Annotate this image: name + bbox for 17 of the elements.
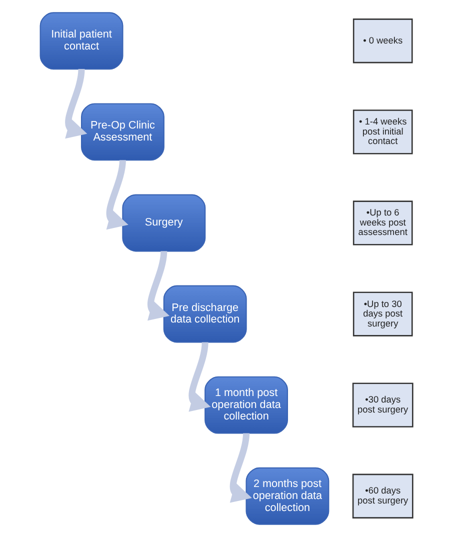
node-box: •60 days post surgery — [352, 474, 413, 518]
node-box: •Up to 30 days post surgery — [352, 292, 412, 336]
arrow — [147, 250, 170, 321]
node-box: Surgery — [122, 194, 206, 252]
node-box: • 0 weeks — [352, 18, 412, 64]
node-box: 1 month post operation data collection — [204, 376, 288, 434]
arrow — [64, 68, 87, 139]
node-box: Pre discharge data collection — [162, 285, 246, 343]
node-box: •30 days post surgery — [352, 382, 413, 428]
node-box: 2 months post operation data collection — [245, 467, 329, 525]
node-box: • 1-4 weeks post initial contact — [352, 110, 412, 154]
node-box: •Up to 6 weeks post assessment — [352, 200, 412, 246]
arrow — [229, 433, 252, 503]
arrow — [106, 160, 128, 230]
arrow — [188, 342, 210, 412]
node-box: Pre-Op Clinic Assessment — [80, 103, 164, 161]
node-box: Initial patient contact — [39, 12, 123, 70]
